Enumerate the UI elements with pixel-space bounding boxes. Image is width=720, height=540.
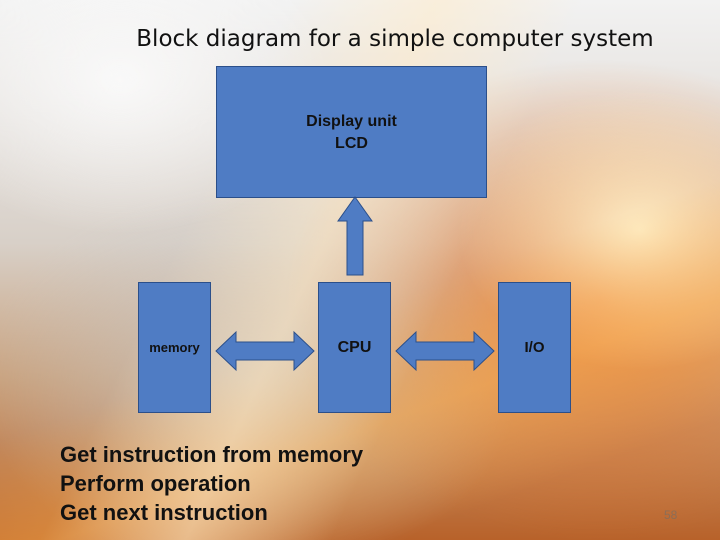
- slide-title: Block diagram for a simple computer syst…: [136, 26, 654, 52]
- display-unit-block: Display unit LCD: [216, 66, 487, 198]
- step-item: Get instruction from memory: [60, 442, 364, 467]
- cpu-io-arrow: [395, 330, 495, 372]
- cpu-label: CPU: [337, 338, 372, 356]
- step-item: Get next instruction: [60, 500, 268, 525]
- io-block: I/O: [498, 282, 571, 413]
- display-unit-sublabel: LCD: [335, 135, 368, 152]
- display-unit-label: Display unit: [306, 113, 397, 130]
- io-label: I/O: [524, 339, 545, 356]
- instruction-steps: Get instruction from memory Perform oper…: [60, 440, 363, 527]
- memory-cpu-arrow: [215, 330, 315, 372]
- cpu-to-display-arrow: [337, 196, 373, 276]
- memory-block: memory: [138, 282, 211, 413]
- memory-label: memory: [149, 340, 200, 355]
- slide-number: 58: [664, 508, 678, 522]
- step-item: Perform operation: [60, 471, 251, 496]
- cpu-block: CPU: [318, 282, 391, 413]
- background-digits: [0, 250, 33, 301]
